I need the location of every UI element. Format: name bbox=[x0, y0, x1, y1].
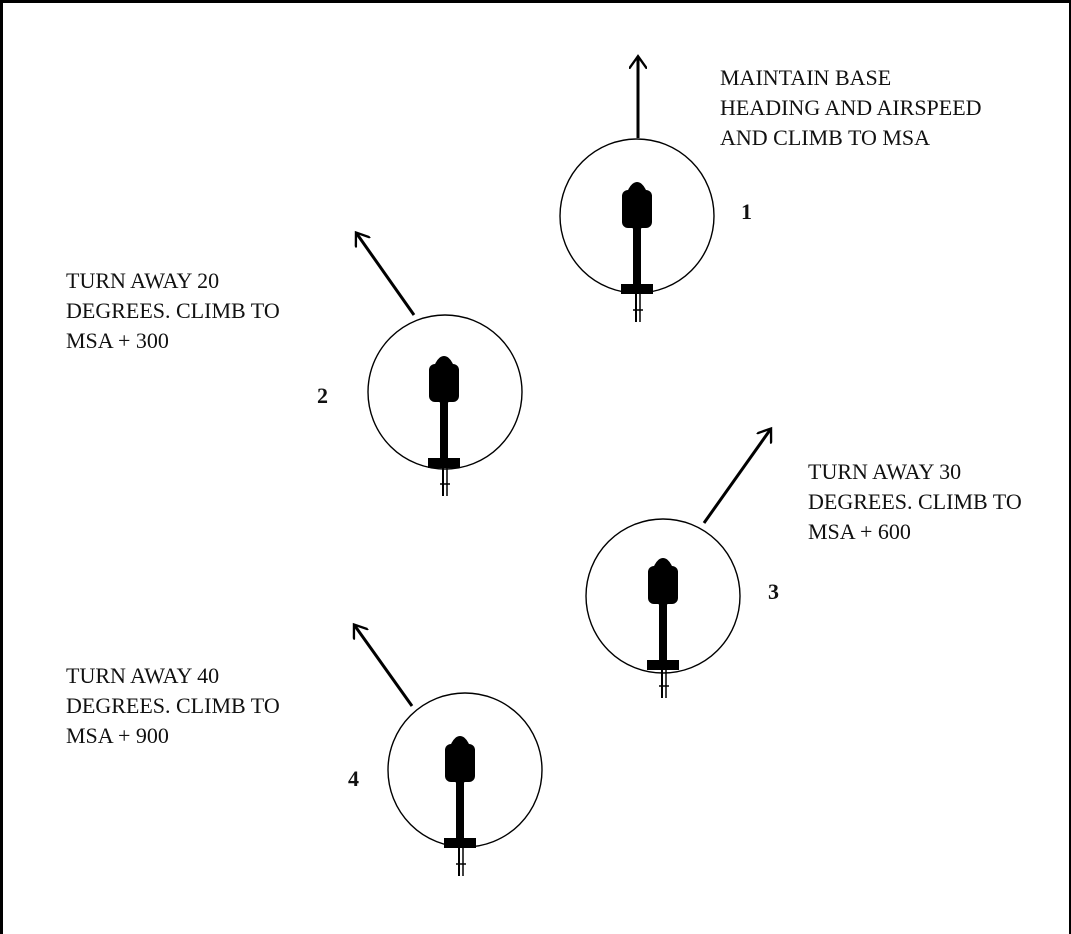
formation-number-4: 4 bbox=[348, 766, 359, 791]
helicopter-icon bbox=[620, 181, 654, 323]
formation-number-3: 3 bbox=[768, 579, 779, 604]
formation-4 bbox=[355, 626, 543, 877]
instruction-1: MAINTAIN BASE HEADING AND AIRSPEED AND C… bbox=[720, 65, 982, 150]
helicopter-icon bbox=[443, 735, 477, 877]
helicopter-icon bbox=[646, 557, 680, 699]
heading-arrow-icon bbox=[357, 234, 416, 316]
helicopter-icon bbox=[427, 355, 461, 497]
instruction-4: TURN AWAY 40 DEGREES. CLIMB TO MSA + 900 bbox=[66, 663, 280, 748]
heading-arrow-icon bbox=[702, 430, 770, 524]
rotor-disc-2 bbox=[367, 314, 523, 470]
formation-2 bbox=[357, 234, 523, 497]
instruction-2: TURN AWAY 20 DEGREES. CLIMB TO MSA + 300 bbox=[66, 268, 280, 353]
instruction-3: TURN AWAY 30 DEGREES. CLIMB TO MSA + 600 bbox=[808, 459, 1022, 544]
formation-number-2: 2 bbox=[317, 383, 328, 408]
formation-number-1: 1 bbox=[741, 199, 752, 224]
heading-arrow-icon bbox=[355, 626, 414, 707]
formation-3 bbox=[585, 430, 770, 699]
formation-1 bbox=[559, 58, 715, 323]
